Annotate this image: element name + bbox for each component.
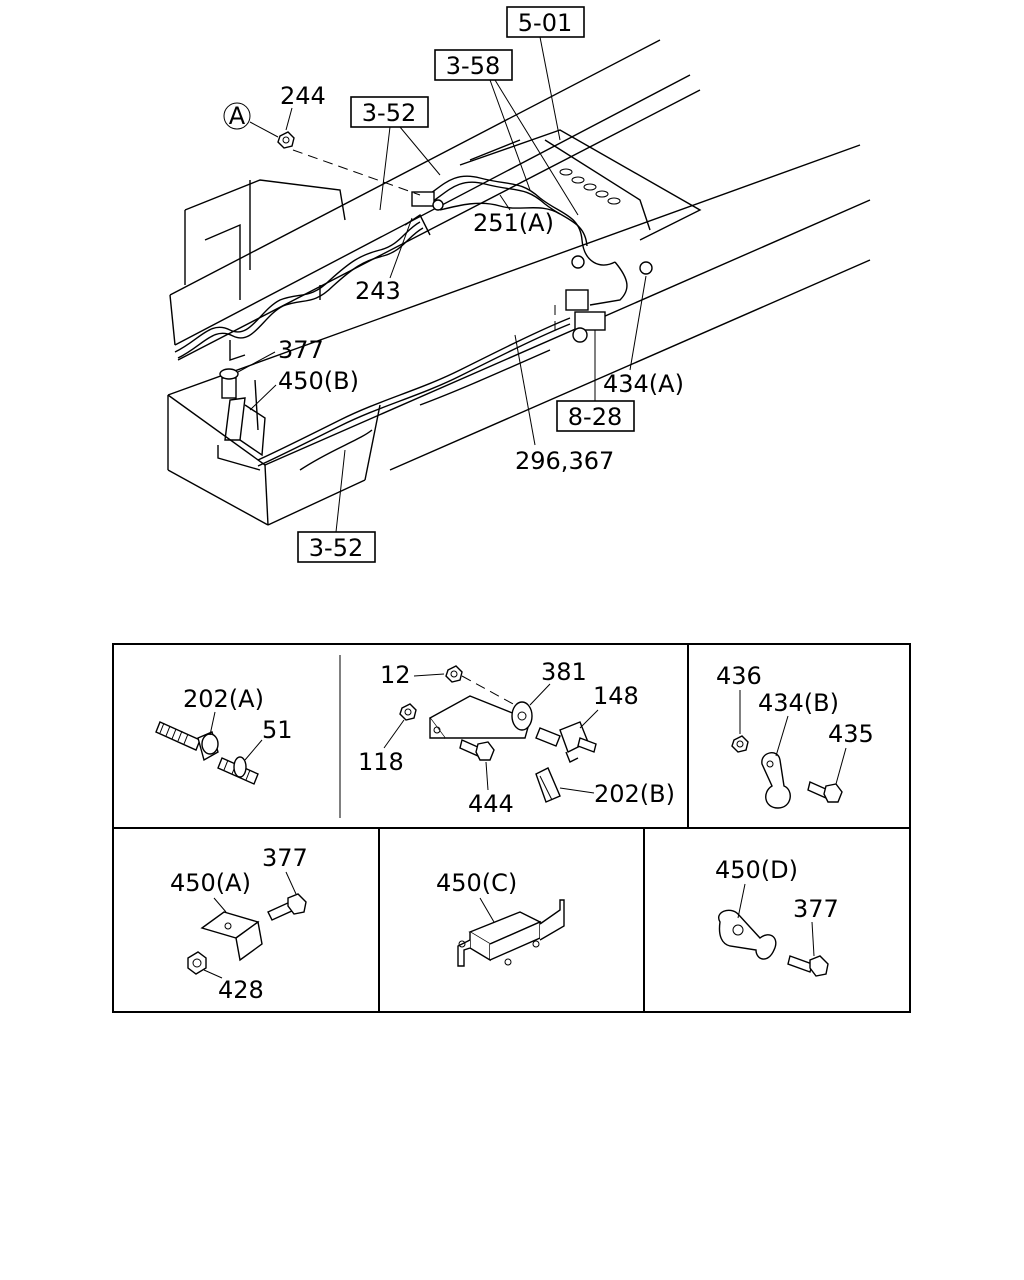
bracket-450d-icon [718, 909, 777, 960]
callout-a: A [223, 102, 279, 138]
ref-3-52-top-label: 3-52 [362, 99, 416, 127]
ref-8-28-label: 8-28 [568, 403, 622, 431]
ref-box-3-52-bottom: 3-52 [297, 449, 376, 563]
ref-5-01-label: 5-01 [518, 9, 572, 37]
label-377-cell6: 377 [793, 895, 839, 923]
label-450d: 450(D) [715, 856, 798, 884]
bracket-450a-icon [200, 911, 263, 962]
label-428: 428 [218, 976, 264, 1004]
detail-cell-2: 12 381 148 118 444 202(B) [358, 658, 675, 818]
detail-cell-5: 450(C) [436, 869, 565, 967]
label-436: 436 [716, 662, 762, 690]
detail-cell-1: 202(A) 51 [155, 685, 293, 785]
label-435: 435 [828, 720, 874, 748]
label-434b: 434(B) [758, 689, 839, 717]
bolt-435-icon [807, 781, 843, 803]
detail-cell-3: 436 434(B) 435 [716, 662, 874, 809]
ref-box-8-28: 8-28 [556, 330, 635, 432]
label-118: 118 [358, 748, 404, 776]
crossmember-holes [559, 168, 621, 205]
label-434a: 434(A) [603, 370, 684, 398]
label-244: 244 [280, 82, 326, 110]
label-202b: 202(B) [594, 780, 675, 808]
ref-3-52-bottom-label: 3-52 [309, 534, 363, 562]
nut-428-icon [187, 951, 207, 975]
ref-box-5-01: 5-01 [506, 6, 585, 141]
bolt-377-icon [267, 893, 307, 921]
detail-cell-4: 377 450(A) 428 [170, 844, 308, 1004]
label-296-367: 296,367 [515, 447, 614, 475]
nut-118-icon [399, 703, 417, 721]
washer-436-icon [731, 735, 749, 753]
ref-3-58-label: 3-58 [446, 52, 500, 80]
label-202a: 202(A) [183, 685, 264, 713]
label-243: 243 [355, 277, 401, 305]
label-450a: 450(A) [170, 869, 251, 897]
fitting-51-icon [217, 756, 259, 785]
detail-grid [112, 643, 911, 1013]
cap-202b-icon [535, 767, 561, 803]
label-450b: 450(B) [278, 367, 359, 395]
bracket-381-icon [428, 695, 533, 739]
label-381: 381 [541, 658, 587, 686]
ref-box-3-58: 3-58 [434, 49, 579, 216]
detail-cell-6: 450(D) 377 [715, 856, 839, 977]
label-377-cell4: 377 [262, 844, 308, 872]
bracket-450c-icon [457, 899, 565, 967]
label-450c: 450(C) [436, 869, 517, 897]
label-51: 51 [262, 716, 293, 744]
clip-434b-icon [761, 752, 791, 809]
label-12: 12 [380, 661, 411, 689]
nut-12-icon [445, 665, 516, 706]
bolt-377-d-icon [787, 955, 829, 977]
label-377-main: 377 [278, 336, 324, 364]
label-251a: 251(A) [473, 209, 554, 237]
connector-148-icon [535, 721, 597, 763]
label-148: 148 [593, 682, 639, 710]
chassis-frame-drawing [167, 39, 871, 526]
ref-box-3-52-top: 3-52 [350, 96, 441, 211]
bolt-444-icon [459, 739, 495, 761]
label-444: 444 [468, 790, 514, 818]
nut-244-icon [277, 131, 295, 149]
callout-a-letter: A [229, 102, 246, 130]
stud-202a-icon [155, 721, 219, 762]
